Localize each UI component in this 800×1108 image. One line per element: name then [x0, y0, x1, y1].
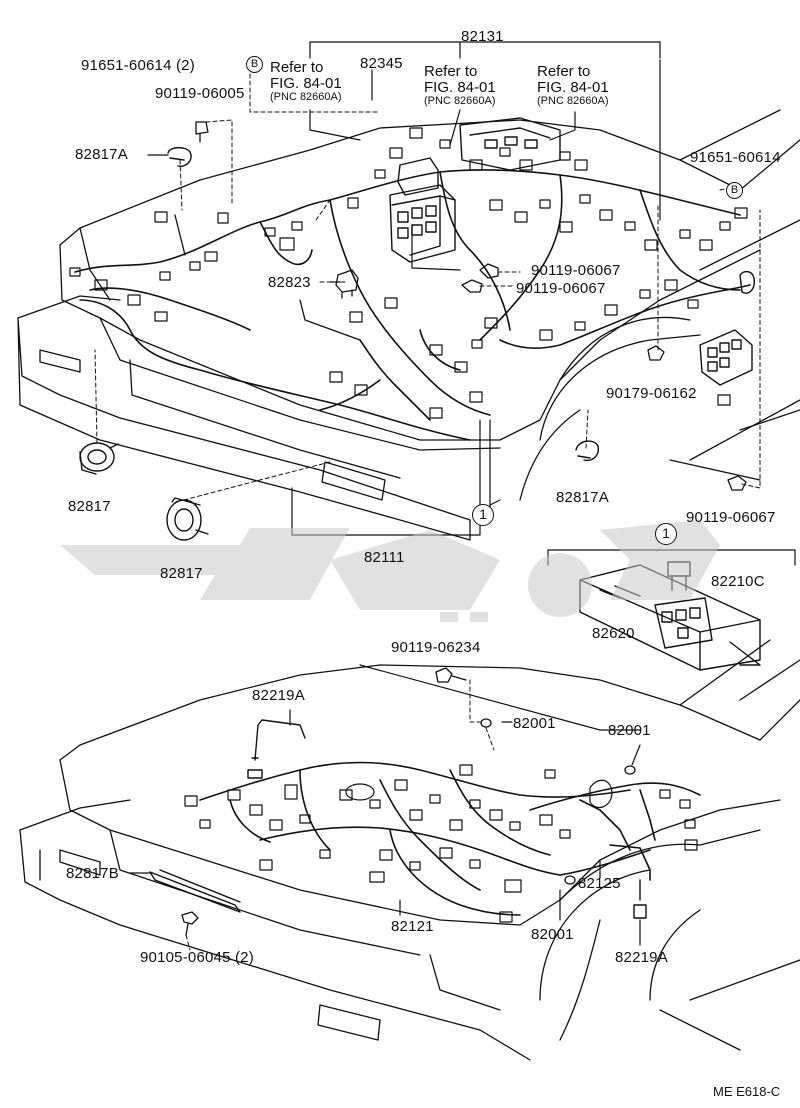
- label-82817A-top: 82817A: [75, 146, 128, 163]
- marker-1-main: 1: [472, 504, 494, 526]
- label-82817B: 82817B: [66, 865, 119, 882]
- clamp-82817A-mid: [575, 440, 599, 462]
- wire-82219A-bottom: [633, 879, 647, 919]
- refer-note-1-line2: FIG. 84-01: [270, 74, 342, 92]
- label-82345: 82345: [360, 55, 403, 72]
- label-82001-a: 82001: [513, 715, 556, 732]
- top-car-body: [17, 109, 800, 541]
- label-90119-06005: 90119-06005: [155, 85, 245, 102]
- bolts-90119-06067: [461, 263, 747, 491]
- part-82823: [335, 269, 359, 299]
- label-82620: 82620: [592, 625, 635, 642]
- relay-block-right: [699, 270, 756, 386]
- label-82001-c: 82001: [531, 926, 574, 943]
- figure-code: ME E618-C: [713, 1084, 781, 1099]
- refer-note-2-line2: FIG. 84-01: [424, 78, 496, 96]
- marker-b-top: B: [246, 56, 263, 73]
- refer-note-2-line1: Refer to: [424, 63, 478, 80]
- junction-block-top: [389, 117, 561, 263]
- label-91651-60614-2: 91651-60614 (2): [81, 57, 195, 74]
- clamp-82817A-top: [167, 146, 192, 167]
- label-90105-06045-2: 90105-06045 (2): [140, 949, 254, 966]
- detail-1-junction-block: [579, 561, 761, 671]
- marker-1-detail: 1: [655, 523, 677, 545]
- bottom-connectors: [184, 764, 698, 923]
- label-82125: 82125: [578, 875, 621, 892]
- label-90119-06234: 90119-06234: [391, 639, 481, 656]
- horn-82817-front: [166, 497, 209, 541]
- label-82817-front: 82817: [160, 565, 203, 582]
- bottom-leader-lines: [185, 679, 495, 951]
- label-91651-60614: 91651-60614: [690, 149, 781, 166]
- watermark: [60, 520, 720, 622]
- bottom-bracket-lines: [129, 664, 641, 946]
- label-90119-06067-c: 90119-06067: [686, 509, 776, 526]
- harness-82111: [74, 169, 751, 441]
- top-leader-lines: [94, 59, 761, 501]
- refer-note-3-line2: FIG. 84-01: [537, 78, 609, 96]
- label-82131: 82131: [461, 28, 504, 45]
- top-bracket-lines: [147, 41, 661, 536]
- bolt-90105-06045: [181, 911, 199, 936]
- refer-note-2: Refer to FIG. 84-01 (PNC 82660A): [424, 64, 496, 107]
- harness-82125: [529, 782, 701, 881]
- label-82817A-mid: 82817A: [556, 489, 609, 506]
- bolt-90119-06234: [435, 667, 467, 683]
- wire-82219A-top: [247, 719, 306, 779]
- refer-note-3-line3: (PNC 82660A): [537, 94, 609, 107]
- refer-note-1: Refer to FIG. 84-01 (PNC 82660A): [270, 60, 342, 103]
- top-connectors: [69, 127, 748, 419]
- label-90119-06067-a: 90119-06067: [531, 262, 621, 279]
- bolt-90119-06005: [195, 121, 209, 143]
- clip-90179-06162: [647, 345, 665, 361]
- label-82219A-top: 82219A: [252, 687, 305, 704]
- label-82121: 82121: [391, 918, 434, 935]
- refer-note-1-line1: Refer to: [270, 59, 324, 76]
- refer-note-1-line3: (PNC 82660A): [270, 90, 342, 103]
- label-82210C: 82210C: [711, 573, 765, 590]
- label-90179-06162: 90179-06162: [606, 385, 697, 402]
- grommets-82001: [480, 718, 636, 885]
- bracket-82817B: [149, 869, 241, 913]
- bottom-car-body: [19, 639, 800, 1061]
- label-82111: 82111: [364, 549, 405, 566]
- label-82219A-bottom: 82219A: [615, 949, 668, 966]
- refer-note-2-line3: (PNC 82660A): [424, 94, 496, 107]
- marker-b-right: B: [726, 182, 743, 199]
- harness-82121: [199, 761, 651, 916]
- label-90119-06067-b: 90119-06067: [516, 280, 606, 297]
- horn-82817-left: [79, 442, 119, 475]
- label-82817-left: 82817: [68, 498, 111, 515]
- label-82001-b: 82001: [608, 722, 651, 739]
- refer-note-3-line1: Refer to: [537, 63, 591, 80]
- label-82823: 82823: [268, 274, 311, 291]
- refer-note-3: Refer to FIG. 84-01 (PNC 82660A): [537, 64, 609, 107]
